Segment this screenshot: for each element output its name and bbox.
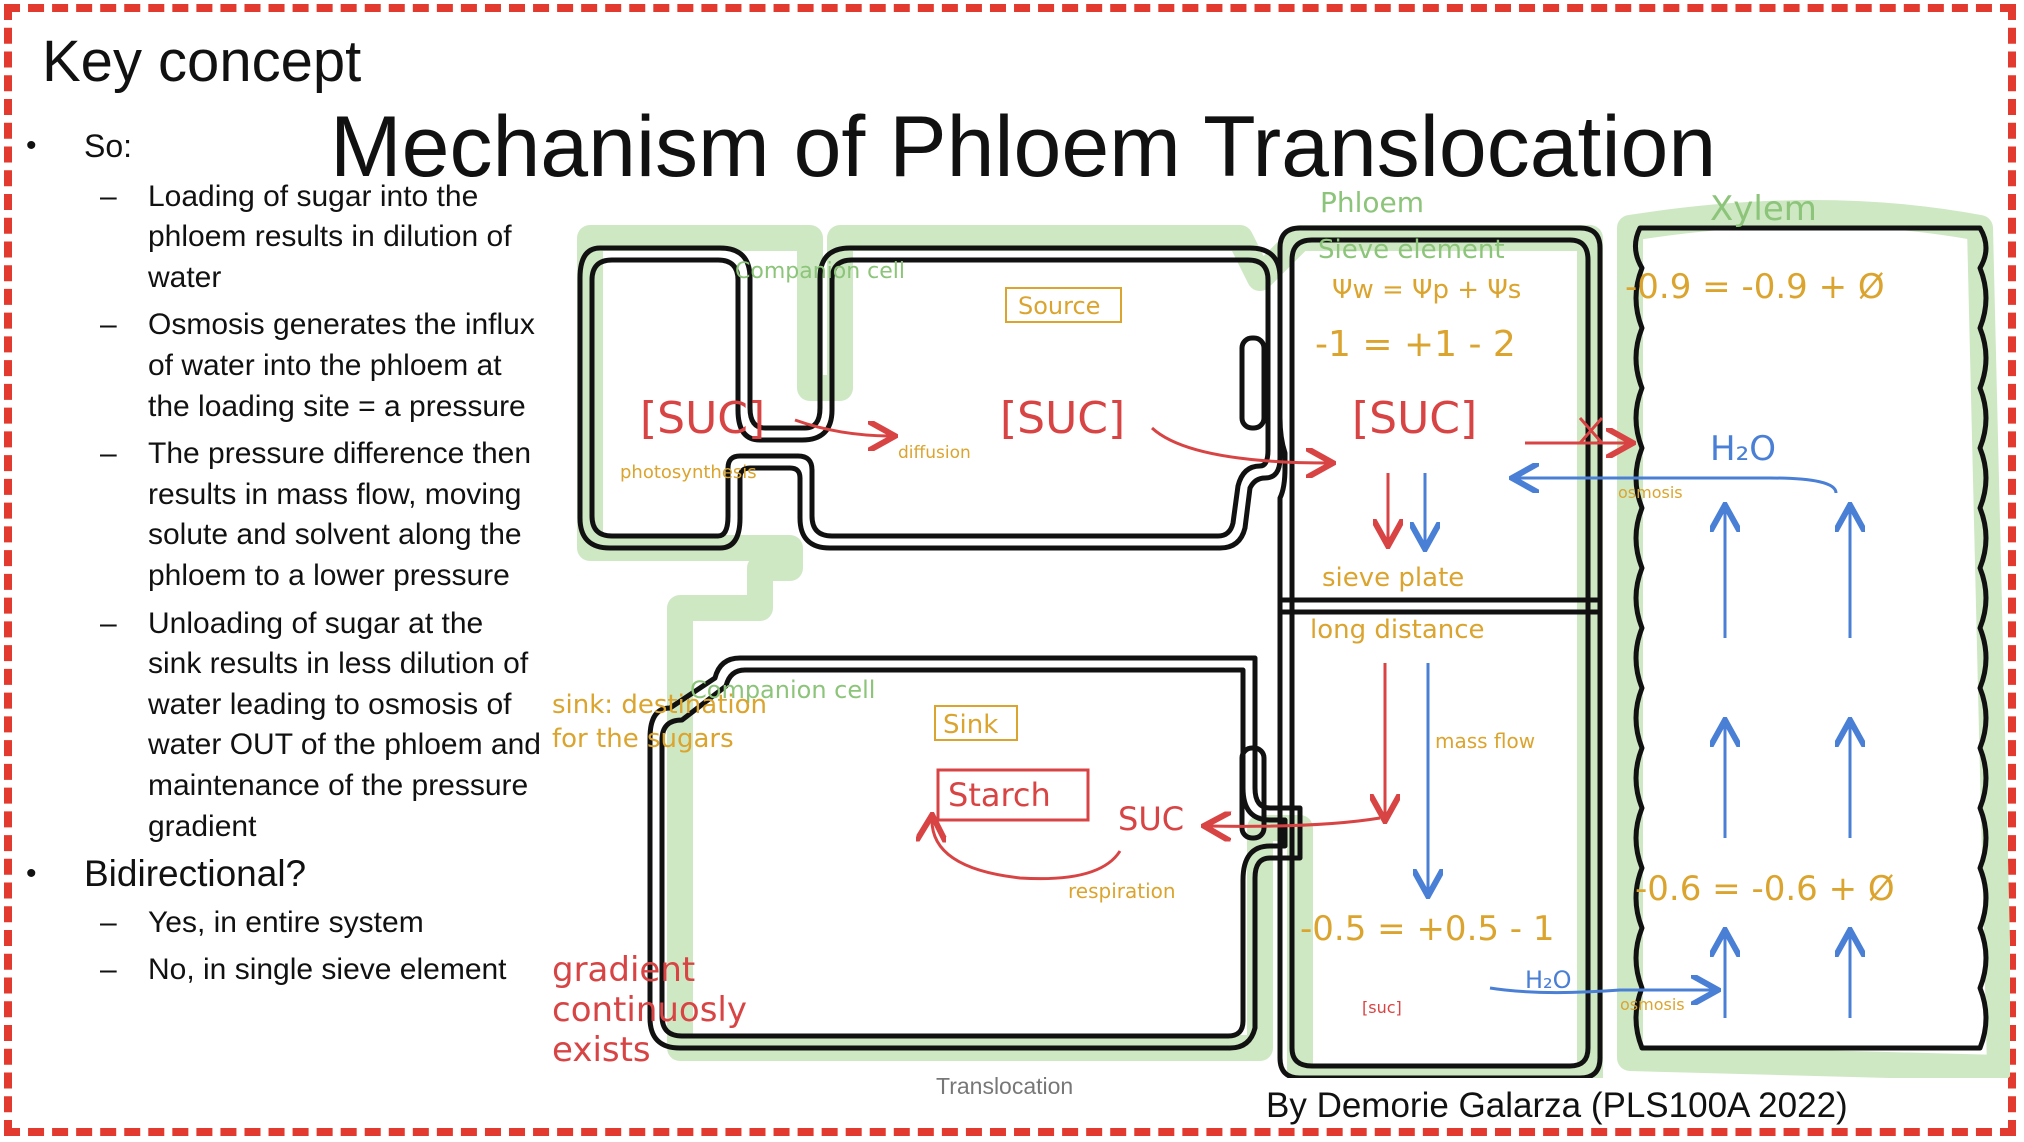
label-starch: Starch	[948, 776, 1051, 814]
key-concept-label: Key concept	[42, 29, 362, 94]
diagram-labels: Phloem Xylem Companion cell Source Sieve…	[620, 188, 1895, 1017]
gradient-note: gradient continuosly exists	[552, 950, 748, 1070]
label-sink: Sink	[943, 710, 998, 740]
label-sieve-plate: sieve plate	[1322, 563, 1464, 593]
label-xylem: Xylem	[1710, 189, 1817, 229]
credit-line: By Demorie Galarza (PLS100A 2022)	[1266, 1086, 1848, 1125]
source-box	[1005, 287, 1122, 323]
label-respiration: respiration	[1068, 879, 1176, 903]
sub-bullet: –Yes, in entire system	[100, 905, 424, 939]
suc-right: [SUC]	[1352, 393, 1477, 444]
suc-mid: [SUC]	[1000, 393, 1125, 444]
label-h2o-bottom: H₂O	[1525, 966, 1572, 994]
blue-arrows	[1425, 473, 1850, 1018]
sub-bullet: –No, in single sieve element	[100, 953, 507, 987]
bullet-bidirectional: • Bidirectional?	[22, 853, 542, 895]
phloem-bottom-values: -0.5 = +0.5 - 1	[1300, 909, 1555, 949]
figure-caption: Translocation	[936, 1073, 1074, 1099]
bullet-dot: •	[26, 129, 37, 162]
cell-walls	[577, 225, 1989, 1078]
bullet-so-text: So:	[84, 128, 133, 164]
label-long-distance: long distance	[1310, 615, 1485, 645]
label-mass-flow: mass flow	[1435, 729, 1535, 753]
label-h2o-top: H₂O	[1710, 429, 1776, 469]
label-phloem: Phloem	[1320, 188, 1424, 219]
sub-bullet: –Unloading of sugar at the sink results …	[100, 606, 541, 843]
label-suc-small: [suc]	[1362, 998, 1402, 1017]
bullet-dot: •	[26, 857, 37, 891]
red-arrows	[794, 417, 1630, 881]
label-sieve-element: Sieve element	[1318, 235, 1505, 265]
green-outline	[577, 200, 2010, 1078]
label-osmosis-bottom: osmosis	[1620, 995, 1685, 1014]
xylem-top-values: -0.9 = -0.9 + Ø	[1625, 267, 1885, 307]
suc-bottom: SUC	[1118, 800, 1184, 838]
translocation-diagram: Phloem Xylem Companion cell Source Sieve…	[577, 188, 2010, 1078]
water-potential-eq: Ψw = Ψp + Ψs	[1332, 275, 1521, 305]
xylem-bottom-values: -0.6 = -0.6 + Ø	[1635, 869, 1895, 909]
sink-note-html: sink: destination for the sugars	[552, 690, 768, 754]
sub-bullet: –Loading of sugar into the phloem result…	[100, 179, 512, 294]
suc-left: [SUC]	[640, 393, 765, 444]
label-osmosis-top: osmosis	[1618, 483, 1683, 502]
sink-box	[934, 705, 1018, 741]
label-photosynthesis: photosynthesis	[620, 462, 757, 483]
label-source: Source	[1018, 292, 1100, 320]
slide-border	[4, 4, 2016, 1136]
bullet-list: • So: –Loading of sugar into the phloem …	[22, 126, 542, 998]
starch-box	[936, 768, 1090, 822]
sub-bullet: –The pressure difference then results in…	[100, 437, 532, 592]
phloem-top-values: -1 = +1 - 2	[1315, 324, 1516, 365]
label-companion-cell-top: Companion cell	[735, 259, 905, 284]
label-diffusion: diffusion	[898, 443, 971, 463]
label-companion-cell-bottom: Companion cell	[690, 676, 875, 704]
slide-title: Mechanism of Phloem Translocation	[330, 99, 1717, 195]
bullet-so: • So:	[22, 126, 542, 167]
sub-bullet: –Osmosis generates the influx of water i…	[100, 308, 535, 423]
